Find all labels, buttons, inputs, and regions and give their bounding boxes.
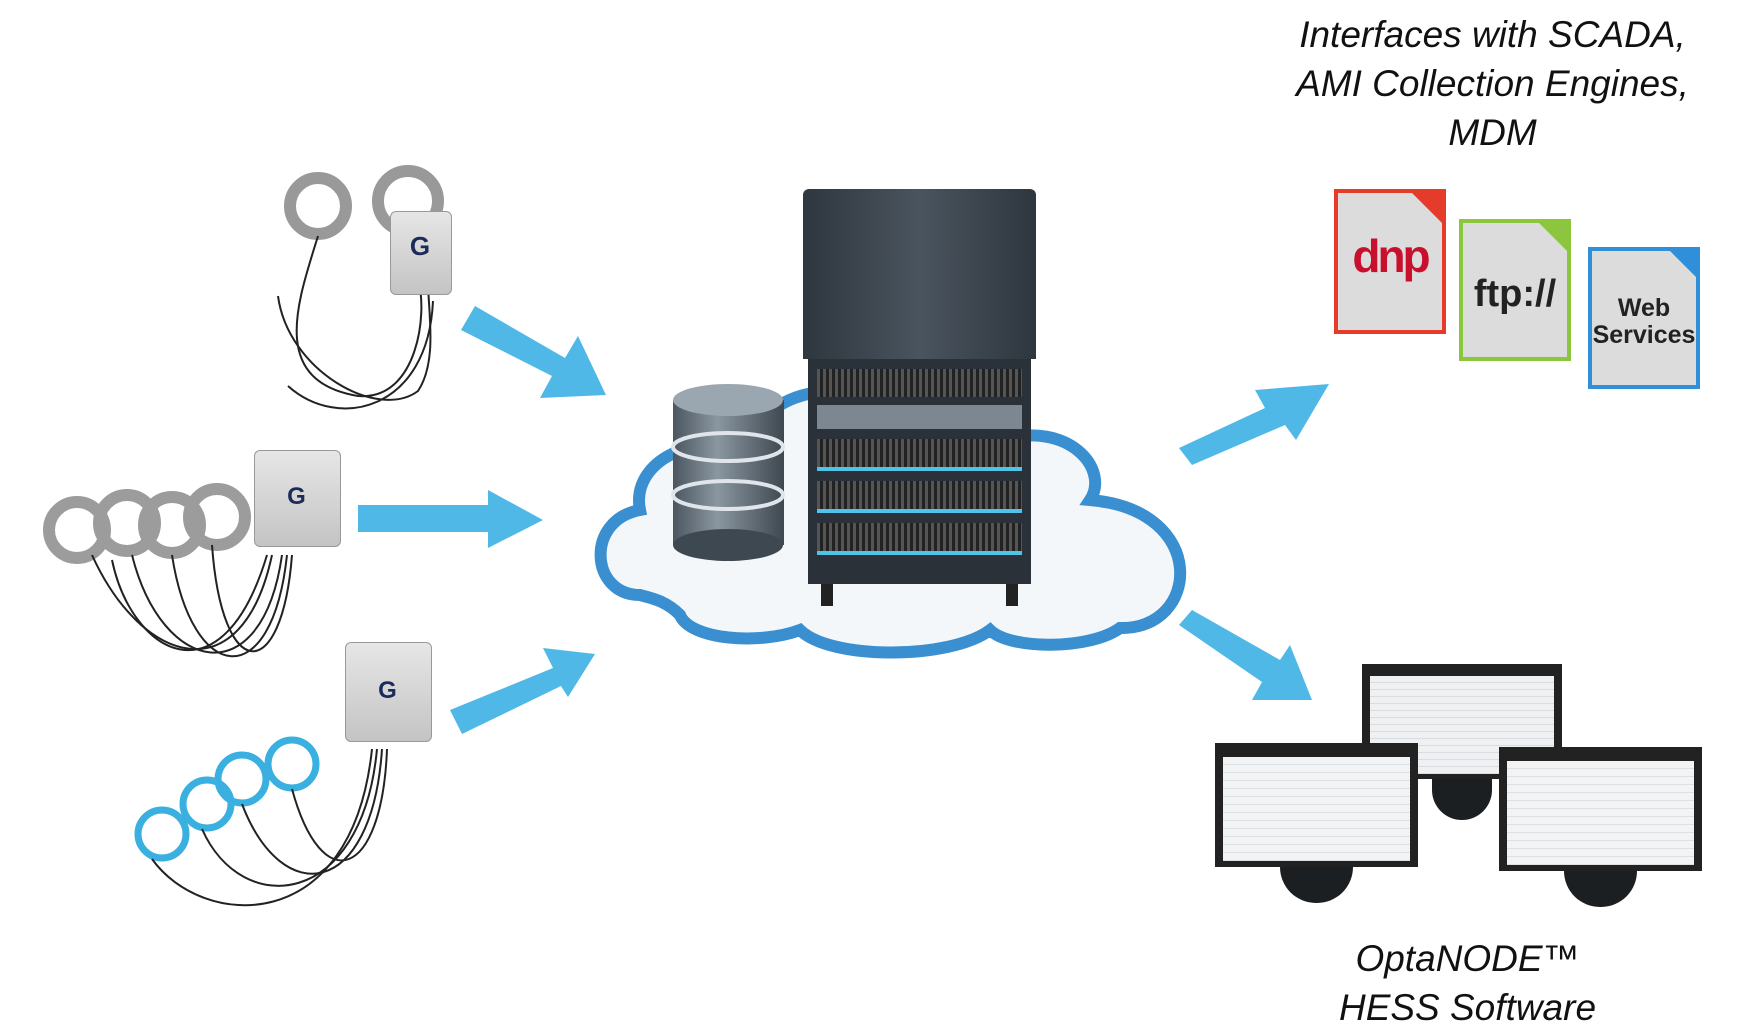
device-badge: G <box>378 677 397 704</box>
ftp-document-icon: ftp:// <box>1459 219 1571 361</box>
optanode-label-line-1: OptaNODE™ <box>1355 938 1580 979</box>
rogowski-coil-sensors-icon <box>134 736 388 907</box>
optanode-label: OptaNODE™ HESS Software <box>1300 934 1635 1032</box>
current-clamp-sensors-icon <box>277 165 444 410</box>
web-services-label: Web Services <box>1592 295 1696 349</box>
device-badge: G <box>287 483 306 510</box>
services-label: Services <box>1592 321 1696 349</box>
optanode-label-line-2: HESS Software <box>1338 987 1597 1028</box>
multi-clamp-sensors-icon <box>43 483 293 658</box>
dnp-logo: dnp <box>1352 230 1430 282</box>
meter-device-single: G <box>277 161 458 431</box>
meter-device-multi-clamp: G <box>22 445 362 705</box>
monitor-left <box>1215 743 1418 903</box>
web-label: Web <box>1617 294 1671 322</box>
dnp-document-icon: dnp <box>1334 189 1446 334</box>
interfaces-label: Interfaces with SCADA, AMI Collection En… <box>1270 10 1715 157</box>
web-services-document-icon: Web Services <box>1588 247 1700 389</box>
arrow-down-right-icon <box>1179 610 1312 700</box>
arrow-middle-left-icon <box>358 490 543 548</box>
monitor-right <box>1499 747 1702 907</box>
device-badge: G <box>409 231 431 261</box>
interfaces-label-line-3: MDM <box>1448 112 1537 153</box>
ftp-label: ftp:// <box>1473 273 1557 315</box>
arrow-bottom-left-icon <box>450 648 595 734</box>
arrow-up-right-icon <box>1179 384 1329 465</box>
arrow-top-left-icon <box>461 306 606 398</box>
interfaces-label-line-2: AMI Collection Engines, <box>1296 63 1689 104</box>
interfaces-label-line-1: Interfaces with SCADA, <box>1299 14 1686 55</box>
server-rack-icon <box>803 189 1036 606</box>
meter-device-rogowski: G <box>122 639 442 929</box>
